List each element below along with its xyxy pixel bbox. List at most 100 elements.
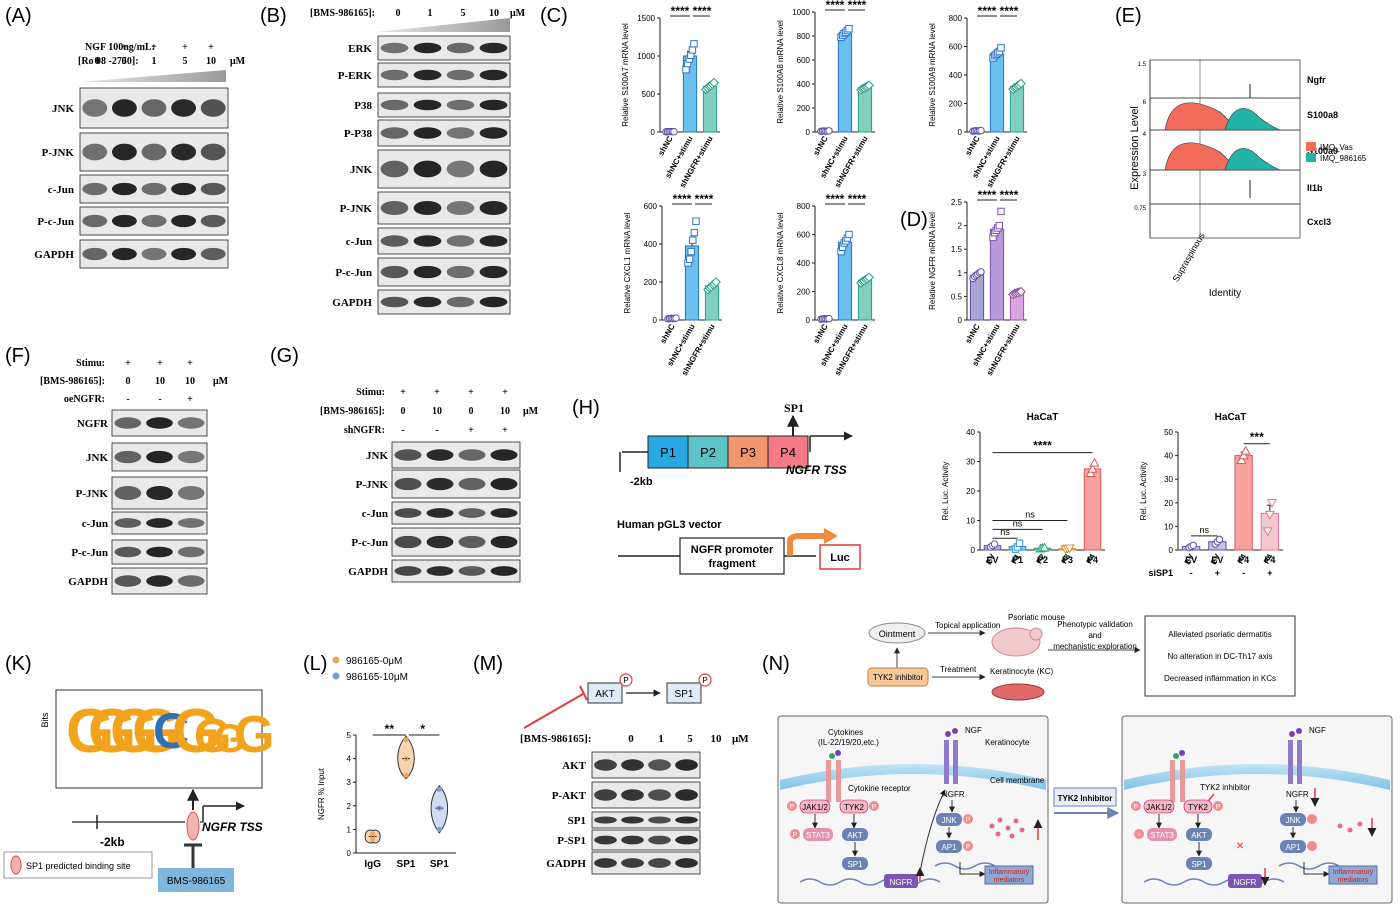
topical-label: Topical application [935, 621, 1000, 630]
mechanism-cell-right [1121, 715, 1393, 904]
data-point [685, 255, 694, 263]
inhibition-bar [579, 685, 588, 701]
blot-band [111, 143, 137, 161]
blot-band [458, 535, 486, 549]
panel-letter: (E) [1115, 5, 1142, 27]
mediator-dot [1019, 827, 1025, 833]
lane-value: + [151, 42, 157, 53]
sp1-label: SP1 [847, 860, 863, 869]
lane-value: - [401, 425, 404, 436]
data-point [1085, 468, 1096, 477]
legend-swatch [1306, 142, 1316, 151]
comparison-label: ns [1000, 527, 1010, 537]
inflam-label: mediators [994, 877, 1025, 884]
inflam-label: mediators [1338, 877, 1369, 884]
blot-band [146, 485, 173, 501]
y-axis-label: Relative NGFR mRNA level [928, 212, 937, 310]
blot-label: c-Jun [48, 184, 74, 196]
lane-value: + [400, 387, 406, 398]
motif-frame [55, 689, 263, 789]
lane-value: + [434, 387, 440, 398]
blot-label: P-SP1 [557, 835, 586, 847]
blot-band [146, 450, 173, 464]
blot-label: P-AKT [552, 790, 587, 802]
y-tick-label: 200 [797, 104, 811, 113]
validation-label: and [1088, 631, 1101, 640]
chart-title: HaCaT [1215, 412, 1247, 423]
blot-band [446, 69, 475, 81]
promoter-segment [727, 435, 769, 469]
blot-frame [391, 559, 521, 583]
luc-promoter-arrow [787, 533, 826, 556]
ap1-node [1280, 840, 1306, 853]
jak-label: JAK1/2 [1146, 803, 1172, 812]
blot-band [177, 450, 205, 464]
y-axis-label: Expression Level [1129, 106, 1141, 190]
phospho-circle [963, 841, 973, 851]
blot-band [621, 789, 644, 801]
data-point [995, 221, 1004, 230]
blot-label: c-Jun [82, 518, 108, 530]
y-tick-label: 2.5 [951, 198, 963, 207]
x-tick-label: shNC [811, 322, 829, 345]
blot-label: GAPDH [348, 566, 388, 578]
x-tick-label: EV [986, 555, 998, 565]
blot-band [675, 858, 698, 868]
x-tick-label: P3 [1060, 552, 1073, 565]
blot-band [479, 265, 508, 279]
blot-band [177, 518, 205, 528]
x-tick-label: EV [1211, 555, 1223, 565]
panel-letter: (F) [5, 345, 31, 367]
ngfr-gene [884, 874, 918, 888]
phospho-label: P [1216, 804, 1221, 811]
jnk-label: JNK [1285, 816, 1301, 825]
data-point [1240, 445, 1251, 455]
blot-band [621, 835, 644, 845]
x-axis-label: Identity [1209, 288, 1241, 299]
bar [1234, 455, 1253, 551]
blot-band [380, 265, 409, 279]
data-point [692, 217, 700, 225]
ngf-dot [1296, 728, 1302, 734]
phospho-marker [619, 673, 633, 687]
blot-label: P-c-Jun [335, 267, 372, 279]
panel-letter: (G) [270, 345, 299, 367]
flow-arrow [1303, 862, 1330, 877]
data-point [682, 65, 690, 74]
akt-node [1186, 828, 1212, 841]
ngf-label: NGF [1309, 726, 1326, 735]
data-point [688, 46, 697, 54]
lane-value: + [502, 387, 508, 398]
ointment-icon [868, 622, 926, 644]
unit-label: μM [230, 56, 246, 67]
y-axis-label: Relative CXCL1 mRNA level [623, 212, 632, 313]
y-tick-label: 0 [958, 316, 963, 325]
comparison-label: ns [1025, 510, 1035, 520]
data-point [1087, 463, 1098, 473]
keratinocyte-label: Keratinocyte [985, 738, 1030, 747]
y-tick-label: 0.75 [1134, 206, 1146, 212]
blot-label: P-JNK [42, 147, 75, 159]
lane-value: 0 [628, 733, 634, 745]
y-tick-label: 4 [1143, 132, 1147, 138]
blot-band [82, 247, 108, 261]
blot-band [111, 214, 137, 228]
sisp1-value: - [1190, 568, 1193, 578]
blot-band [594, 789, 617, 801]
jak-label: JAK1/2 [802, 803, 828, 812]
blot-band [380, 99, 409, 111]
blot-band [675, 816, 698, 824]
lane-value: + [182, 42, 188, 53]
y-tick-label: 0 [347, 849, 352, 858]
blot-label: JNK [86, 452, 108, 464]
sp1-label: SP1 [675, 689, 694, 700]
lane-value: 1 [152, 56, 157, 67]
lane-value: 0 [396, 8, 401, 19]
bar [1083, 468, 1102, 551]
inflammatory-box [984, 865, 1034, 885]
blot-band [458, 477, 486, 491]
data-point [864, 80, 874, 91]
blot-band [413, 160, 442, 178]
inhibitor-arrow-box [1053, 787, 1117, 807]
